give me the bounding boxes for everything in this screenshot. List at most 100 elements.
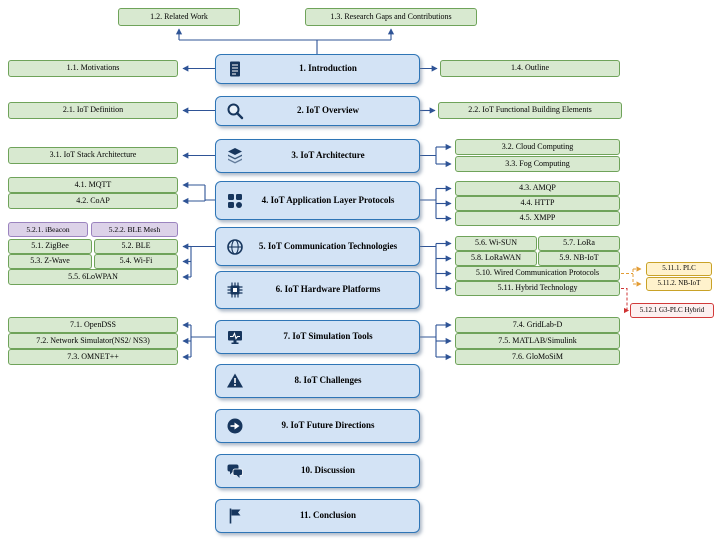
- node-lorawan: 5.8. LoRaWAN: [455, 251, 537, 266]
- section-7-simulation-tools: 7. IoT Simulation Tools: [215, 320, 420, 354]
- section-10-discussion: 10. Discussion: [215, 454, 420, 488]
- node-label: 3.3. Fog Computing: [505, 158, 570, 168]
- node-matlab-simulink: 7.5. MATLAB/Simulink: [455, 333, 620, 349]
- node-g3plc-hybrid: 5.12.1 G3-PLC Hybrid: [630, 303, 714, 318]
- node-ibeacon: 5.2.1. iBeacon: [8, 222, 88, 237]
- node-label: 5.9. NB-IoT: [559, 253, 599, 263]
- section-label: 7. IoT Simulation Tools: [283, 331, 373, 342]
- node-related-work: 1.2. Related Work: [118, 8, 240, 26]
- node-label: 5.11. Hybrid Technology: [497, 283, 578, 293]
- node-label: 1.4. Outline: [511, 63, 549, 73]
- node-omnet: 7.3. OMNET++: [8, 349, 178, 365]
- node-label: 1.2. Related Work: [150, 11, 208, 21]
- node-label: 4.4. HTTP: [520, 198, 555, 208]
- node-label: 4.5. XMPP: [519, 213, 556, 223]
- node-zwave: 5.3. Z-Wave: [8, 254, 92, 269]
- section-label: 6. IoT Hardware Platforms: [275, 284, 381, 295]
- globe-icon: [225, 237, 245, 257]
- node-glomosim: 7.6. GloMoSiM: [455, 349, 620, 365]
- node-label: 7.4. GridLab-D: [512, 319, 563, 329]
- node-label: 5.2.1. iBeacon: [26, 224, 70, 234]
- section-label: 1. Introduction: [299, 63, 357, 74]
- section-6-hardware-platforms: 6. IoT Hardware Platforms: [215, 271, 420, 309]
- node-network-simulator: 7.2. Network Simulator(NS2/ NS3): [8, 333, 178, 349]
- node-zigbee: 5.1. ZigBee: [8, 239, 92, 254]
- node-lora: 5.7. LoRa: [538, 236, 620, 251]
- node-fog-computing: 3.3. Fog Computing: [455, 156, 620, 172]
- node-label: 4.3. AMQP: [519, 183, 556, 193]
- node-label: 2.2. IoT Functional Building Elements: [468, 105, 592, 115]
- node-label: 4.1. MQTT: [74, 179, 112, 189]
- node-label: 7.2. Network Simulator(NS2/ NS3): [36, 335, 150, 345]
- node-label: 4.2. CoAP: [76, 195, 110, 205]
- node-label: 2.1. IoT Definition: [62, 105, 124, 115]
- discussion-icon: [225, 461, 245, 481]
- node-plc: 5.11.1. PLC: [646, 262, 712, 276]
- node-wisun: 5.6. Wi-SUN: [455, 236, 537, 251]
- section-4-application-layer-protocols: 4. IoT Application Layer Protocols: [215, 181, 420, 220]
- section-1-introduction: 1. Introduction: [215, 54, 420, 84]
- section-label: 9. IoT Future Directions: [281, 420, 375, 431]
- node-stack-architecture: 3.1. IoT Stack Architecture: [8, 147, 178, 164]
- node-label: 5.2. BLE: [121, 241, 151, 251]
- section-label: 3. IoT Architecture: [291, 150, 365, 161]
- document-icon: [225, 59, 245, 79]
- section-label: 4. IoT Application Layer Protocols: [261, 194, 395, 205]
- node-motivations: 1.1. Motivations: [8, 60, 178, 77]
- node-6lowpan: 5.5. 6LoWPAN: [8, 269, 178, 285]
- section-label: 8. IoT Challenges: [294, 375, 362, 386]
- node-research-gaps: 1.3. Research Gaps and Contributions: [305, 8, 477, 26]
- magnifier-icon: [225, 101, 245, 121]
- section-label: 2. IoT Overview: [296, 105, 360, 116]
- section-2-iot-overview: 2. IoT Overview: [215, 96, 420, 126]
- node-iot-definition: 2.1. IoT Definition: [8, 102, 178, 119]
- layers-icon: [225, 146, 245, 166]
- node-wifi: 5.4. Wi-Fi: [94, 254, 178, 269]
- node-amqp: 4.3. AMQP: [455, 181, 620, 196]
- node-label: 1.3. Research Gaps and Contributions: [330, 11, 452, 21]
- simulation-icon: [225, 327, 245, 347]
- section-label: 11. Conclusion: [299, 510, 357, 521]
- node-label: 3.2. Cloud Computing: [501, 141, 574, 151]
- section-11-conclusion: 11. Conclusion: [215, 499, 420, 533]
- node-nbiot: 5.9. NB-IoT: [538, 251, 620, 266]
- node-ble: 5.2. BLE: [94, 239, 178, 254]
- node-cloud-computing: 3.2. Cloud Computing: [455, 139, 620, 155]
- section-9-future-directions: 9. IoT Future Directions: [215, 409, 420, 443]
- node-label: 5.2.2. BLE Mesh: [108, 224, 161, 234]
- node-outline: 1.4. Outline: [440, 60, 620, 77]
- node-gridlab: 7.4. GridLab-D: [455, 317, 620, 333]
- node-label: 7.5. MATLAB/Simulink: [498, 335, 577, 345]
- section-label: 10. Discussion: [300, 465, 355, 476]
- node-mqtt: 4.1. MQTT: [8, 177, 178, 193]
- section-8-iot-challenges: 8. IoT Challenges: [215, 364, 420, 398]
- node-coap: 4.2. CoAP: [8, 193, 178, 209]
- app-grid-icon: [225, 191, 245, 211]
- node-label: 7.6. GloMoSiM: [512, 351, 563, 361]
- node-label: 5.5. 6LoWPAN: [68, 271, 118, 281]
- conclusion-icon: [225, 506, 245, 526]
- node-hybrid-technology: 5.11. Hybrid Technology: [455, 281, 620, 296]
- section-3-iot-architecture: 3. IoT Architecture: [215, 139, 420, 173]
- node-label: 5.3. Z-Wave: [30, 256, 70, 266]
- node-label: 7.3. OMNET++: [67, 351, 119, 361]
- chip-icon: [225, 280, 245, 300]
- node-hybrid-nbiot: 5.11.2. NB-IoT: [646, 277, 712, 291]
- section-label: 5. IoT Communication Technologies: [258, 240, 398, 251]
- node-label: 5.7. LoRa: [563, 238, 595, 248]
- node-ble-mesh: 5.2.2. BLE Mesh: [91, 222, 178, 237]
- node-label: 1.1. Motivations: [66, 63, 120, 73]
- node-wired-protocols: 5.10. Wired Communication Protocols: [455, 266, 620, 281]
- node-building-elements: 2.2. IoT Functional Building Elements: [438, 102, 622, 119]
- challenges-icon: [225, 371, 245, 391]
- node-label: 5.6. Wi-SUN: [475, 238, 517, 248]
- future-icon: [225, 416, 245, 436]
- node-label: 5.11.2. NB-IoT: [657, 279, 701, 288]
- section-5-communication-technologies: 5. IoT Communication Technologies: [215, 227, 420, 266]
- node-xmpp: 4.5. XMPP: [455, 211, 620, 226]
- node-label: 5.11.1. PLC: [662, 264, 696, 273]
- node-label: 5.10. Wired Communication Protocols: [475, 268, 600, 278]
- node-label: 5.4. Wi-Fi: [119, 256, 153, 266]
- node-http: 4.4. HTTP: [455, 196, 620, 211]
